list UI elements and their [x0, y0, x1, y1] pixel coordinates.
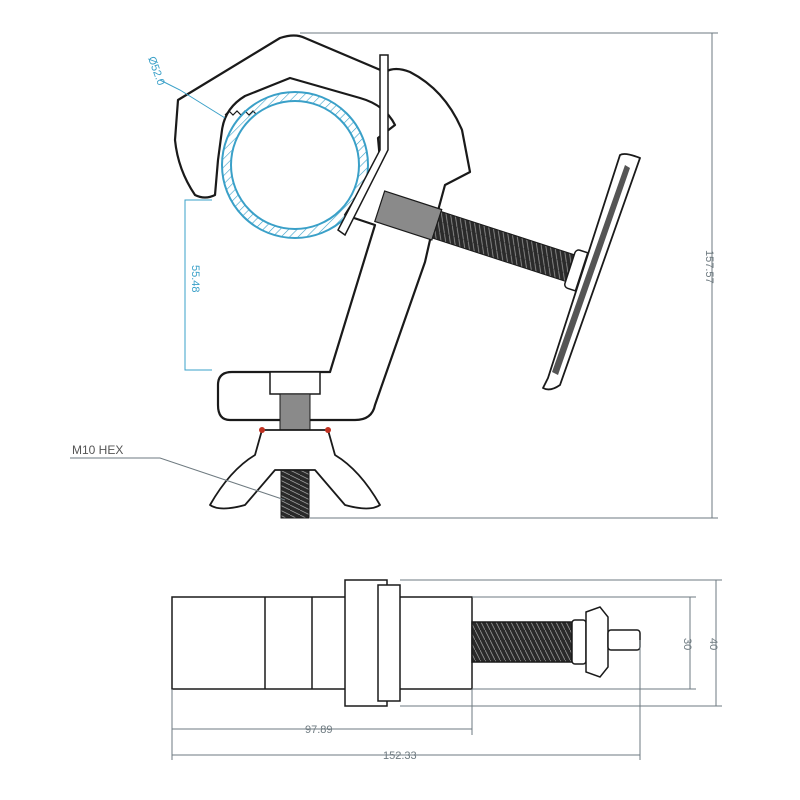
- clamp-body-outline: [173, 34, 472, 422]
- side-screw-thread: [471, 621, 573, 663]
- hex-nut-top: [269, 371, 321, 395]
- plate-inner: [377, 584, 401, 702]
- t-handle-shade: [552, 165, 630, 375]
- pressure-plate: [337, 54, 389, 237]
- wing-nut-marker: [259, 427, 265, 433]
- overall-depth-label: 40: [707, 638, 719, 650]
- total-height-label: 157.57: [703, 250, 715, 284]
- wing-nut-marker-2: [325, 427, 331, 433]
- side-handle-tip: [607, 629, 641, 651]
- body-block: [171, 596, 473, 690]
- front-view: [173, 34, 641, 519]
- body-width-label: 30: [681, 638, 693, 650]
- pipe-diameter-label: Ø52.0: [145, 55, 167, 87]
- vertical-offset-label: 55.48: [189, 265, 201, 293]
- side-screw-collar: [571, 619, 587, 665]
- top-dimensions: [171, 579, 722, 760]
- front-dimensions: [70, 32, 718, 519]
- pipe-inner: [230, 100, 360, 230]
- overall-length-label: 152.33: [383, 750, 417, 762]
- side-knob: [585, 606, 609, 678]
- bolt-type-label: M10 HEX: [72, 443, 123, 457]
- body-length-label: 97.89: [305, 724, 333, 736]
- top-view: [171, 579, 641, 707]
